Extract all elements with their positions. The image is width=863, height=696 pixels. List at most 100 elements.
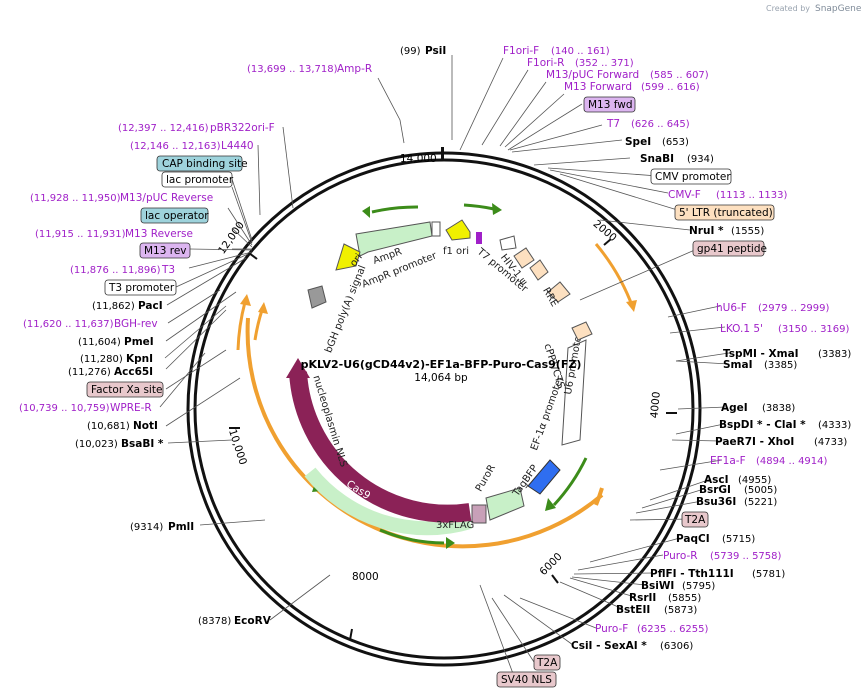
lko1-5-primer[interactable]: LKO.1 5' [720, 323, 763, 335]
l4440-primer[interactable]: L4440 [221, 140, 254, 152]
ruler-tick-10000: 10,000 [226, 428, 249, 467]
wpre-r-primer[interactable]: WPRE-R [110, 402, 152, 414]
kpni-enzyme[interactable]: KpnI [126, 353, 153, 365]
t2a-badge-2[interactable] [533, 654, 561, 671]
acc65i-enzyme[interactable]: Acc65I [114, 366, 153, 378]
paci-enzyme[interactable]: PacI [138, 300, 163, 312]
m13-puc-reverse-primer[interactable]: M13/pUC Reverse [120, 192, 213, 204]
lac-promoter-label: lac promoter [166, 174, 234, 186]
noti-enzyme[interactable]: NotI [133, 420, 158, 432]
snapgene-brand: SnapGene [815, 4, 862, 14]
ecorv-range: (8378) [198, 616, 231, 627]
gp41-badge[interactable] [692, 240, 765, 257]
origin-marker [441, 147, 444, 161]
bgh-rev-range: (11,620 .. 11,637) [23, 319, 114, 330]
kpni-range: (11,280) [80, 354, 123, 365]
green-arrow-top-left [371, 205, 419, 214]
tspmi-xmai-range: (3383) [818, 349, 851, 360]
cmv-f-range: (1113 .. 1133) [716, 190, 788, 201]
t7-primer[interactable]: T7 [606, 118, 620, 130]
bsrgi-range: (5005) [744, 485, 777, 496]
bsiwi-enzyme[interactable]: BsiWI [641, 580, 674, 592]
puro-f-primer[interactable]: Puro-F [595, 623, 628, 635]
cmv-promoter-badge[interactable] [650, 168, 732, 185]
l4440-range: (12,146 .. 12,163) [130, 141, 221, 152]
bsteii-enzyme[interactable]: BstEII [616, 604, 650, 616]
m13-rev-badge[interactable] [139, 242, 191, 259]
m13-forward-range: (599 .. 616) [641, 82, 700, 93]
m13-forward-primer[interactable]: M13 Forward [564, 81, 632, 93]
bspdi-clai-enzyme[interactable]: BspDI * - ClaI * [719, 419, 806, 431]
sv40-nls-badge[interactable] [496, 671, 557, 688]
sv-orange-left1 [236, 301, 247, 351]
puror-label: PuroR [474, 463, 498, 494]
factor-xa-badge[interactable] [86, 381, 164, 398]
ltr-arc-3 [245, 317, 604, 549]
rsrii-enzyme[interactable]: RsrII [629, 592, 656, 604]
ef1a-f-primer[interactable]: EF1a-F [710, 455, 746, 467]
puro-f-range: (6235 .. 6255) [637, 624, 709, 635]
spei-enzyme[interactable]: SpeI [625, 136, 651, 148]
paqci-enzyme[interactable]: PaqCI [676, 533, 710, 545]
asci-enzyme[interactable]: AscI [704, 474, 729, 486]
smai-range: (3385) [764, 360, 797, 371]
psii-enzyme[interactable]: PsiI [425, 45, 446, 57]
bgh-label: bGH poly(A) signal [323, 264, 368, 355]
leader-lines [159, 55, 730, 680]
pmli-enzyme[interactable]: PmlI [168, 521, 194, 533]
t3-promoter-badge[interactable] [104, 279, 177, 296]
t3-primer[interactable]: T3 [161, 264, 175, 276]
sv-orange-left1-head [240, 294, 251, 306]
bsiwi-range: (5795) [682, 581, 715, 592]
pbr322ori-f-primer[interactable]: pBR322ori-F [210, 122, 275, 134]
cas9-feature [289, 371, 472, 523]
paer7i-xhoi-enzyme[interactable]: PaeR7I - XhoI [715, 436, 794, 448]
hiv-psi-feature-b [529, 259, 549, 281]
cap-binding-badge[interactable] [156, 155, 243, 172]
bspdi-clai-range: (4333) [818, 420, 851, 431]
cppt-feature [571, 321, 593, 341]
puro-r-primer[interactable]: Puro-R [663, 550, 698, 562]
smai-enzyme[interactable]: SmaI [723, 359, 753, 371]
wpre-r-range: (10,739 .. 10,759) [19, 403, 110, 414]
ruler-tick-8000: 8000 [352, 571, 379, 583]
pflfi-tth111i-range: (5781) [752, 569, 785, 580]
lac-operator-badge[interactable] [140, 207, 209, 224]
ecorv-enzyme[interactable]: EcoRV [234, 615, 272, 627]
tspmi-xmai-enzyme[interactable]: TspMI - XmaI [723, 348, 799, 360]
agei-enzyme[interactable]: AgeI [721, 402, 748, 414]
csii-sexai-enzyme[interactable]: CsiI - SexAI * [571, 640, 647, 652]
m13-puc-forward-range: (585 .. 607) [650, 70, 709, 81]
f1ori-r-primer[interactable]: F1ori-R [527, 57, 564, 69]
f1-ori-marker [476, 232, 482, 244]
ruler-tick-4000: 4000 [648, 391, 662, 419]
t2a-label-1: T2A [684, 514, 706, 526]
pmei-enzyme[interactable]: PmeI [124, 336, 154, 348]
bgh-rev-primer[interactable]: BGH-rev [114, 318, 158, 330]
m13-puc-forward-primer[interactable]: M13/pUC Forward [546, 69, 639, 81]
hiv-psi-feature-a [513, 247, 535, 269]
left-labels: (13,699 .. 13,718) Amp-R (12,397 .. 12,4… [19, 63, 372, 627]
amp-r-primer[interactable]: Amp-R [337, 63, 372, 75]
t2a-badge-1[interactable] [681, 511, 709, 528]
bsrgi-enzyme[interactable]: BsrGI [699, 484, 731, 496]
m13-reverse-primer[interactable]: M13 Reverse [125, 228, 193, 240]
t3-range: (11,876 .. 11,896) [70, 265, 161, 276]
f1ori-f-primer[interactable]: F1ori-F [503, 45, 539, 57]
pflfi-tth111i-enzyme[interactable]: PflFI - Tth111I [650, 568, 734, 580]
m13-fwd-badge[interactable] [583, 96, 636, 113]
nrui-enzyme[interactable]: NruI * [689, 225, 724, 237]
ltr-5-badge[interactable] [674, 204, 775, 221]
hu6-f-primer[interactable]: hU6-F [716, 302, 747, 314]
snabi-enzyme[interactable]: SnaBI [640, 153, 674, 165]
cmv-f-primer[interactable]: CMV-F [668, 189, 701, 201]
bsteii-range: (5873) [664, 605, 697, 616]
top-labels: (99) PsiI F1ori-F (140 .. 161) F1ori-R (… [400, 45, 788, 257]
rsrii-range: (5855) [668, 593, 701, 604]
nrui-range: (1555) [731, 226, 764, 237]
lac-promoter-badge[interactable] [161, 171, 233, 188]
bsabi-enzyme[interactable]: BsaBI * [121, 438, 164, 450]
csii-sexai-range: (6306) [660, 641, 693, 652]
bsu36i-enzyme[interactable]: Bsu36I [696, 496, 736, 508]
plasmid-name: pKLV2-U6(gCD44v2)-EF1a-BFP-Puro-Cas9(FZ) [301, 358, 582, 371]
